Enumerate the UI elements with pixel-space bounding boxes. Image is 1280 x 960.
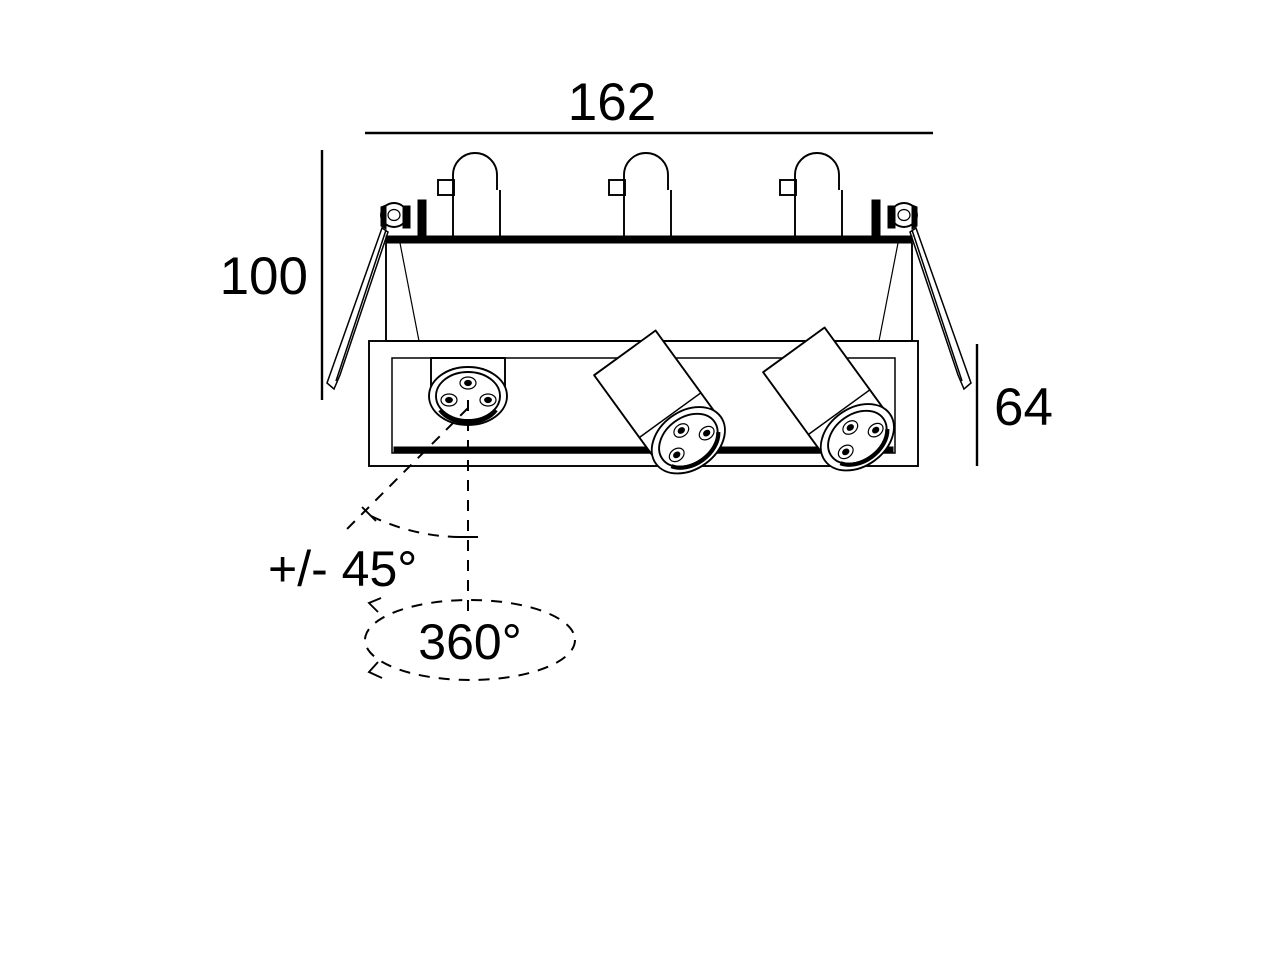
- annotation-label-tilt: +/- 45°: [268, 541, 417, 597]
- upper-housing: [385, 242, 913, 342]
- spring-clip-left: [326, 199, 427, 391]
- tilt-arc-45: [370, 515, 469, 539]
- driver-can-1: [437, 152, 501, 238]
- dimension-label-width: 162: [568, 73, 656, 132]
- driver-group: [437, 152, 843, 238]
- spring-clip-right-pivot: [887, 202, 918, 230]
- tilt-ray-tick: [361, 506, 377, 522]
- rotation-indicator-group: [364, 597, 576, 681]
- tilt-ray-45: [341, 407, 469, 535]
- spring-clip-right: [871, 199, 972, 391]
- led-dots-head-2: [668, 423, 715, 463]
- dimension-label-depth: 64: [994, 378, 1053, 437]
- driver-can-3: [779, 152, 843, 238]
- led-dots-head-1: [440, 376, 497, 407]
- driver-can-2: [608, 152, 672, 238]
- angle-indicator-group: [341, 400, 478, 612]
- spring-clip-left-pivot: [380, 202, 411, 230]
- spot-head-3: [762, 326, 895, 472]
- rotation-ellipse-360: [364, 599, 576, 681]
- annotation-label-rotation: 360°: [418, 614, 521, 670]
- rotation-arrow-upper: [367, 597, 382, 613]
- dimension-label-height: 100: [220, 247, 308, 306]
- lower-body-box: [368, 340, 919, 467]
- led-dots-head-3: [837, 420, 884, 460]
- spot-head-1: [428, 357, 508, 426]
- spot-head-2: [593, 329, 726, 475]
- rotation-arrow-lower: [367, 661, 383, 679]
- trim-flange: [385, 235, 913, 244]
